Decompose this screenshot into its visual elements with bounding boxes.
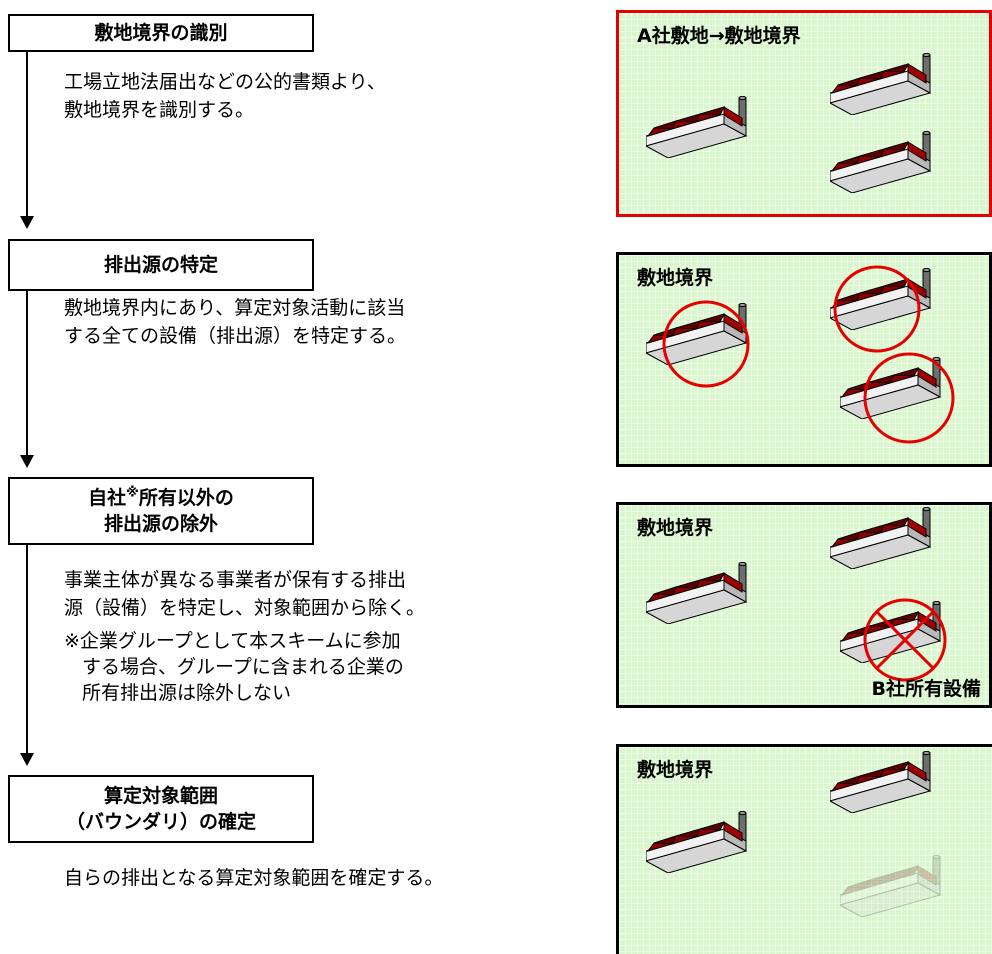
factory-icon (646, 96, 756, 158)
step-1-description-line-2: 敷地境界を識別する。 (64, 99, 255, 121)
panel-1-site-boundary: A社敷地→敷地境界 (616, 10, 992, 217)
circle-mark (662, 300, 750, 388)
step-4-description-line-1: 自らの排出となる算定対象範囲を確定する。 (64, 867, 444, 889)
excluded-source-mark (863, 598, 947, 682)
panel-3-label: 敷地境界 (637, 517, 714, 539)
panel-3-exclusion: 敷地境界 B社所有設備 (616, 502, 992, 708)
step-3-description: 事業主体が異なる事業者が保有する排出 源（設備）を特定し、対象範囲から除く。 (64, 566, 425, 622)
panel-4-boundary-confirmed: 敷地境界 (616, 744, 992, 954)
step-4-box: 算定対象範囲 （バウンダリ）の確定 (8, 775, 314, 843)
step-1-description: 工場立地法届出などの公的書類より、 敷地境界を識別する。 (64, 68, 386, 124)
step-3-title-line-2: 排出源の除外 (103, 513, 218, 535)
flow-arrowhead-1 (20, 216, 34, 229)
flow-line-2 (26, 291, 28, 455)
emission-source-circles (662, 265, 955, 444)
step-1-box: 敷地境界の識別 (8, 14, 314, 52)
step-2-box: 排出源の特定 (8, 239, 314, 291)
panel-1-label: A社敷地→敷地境界 (637, 25, 801, 47)
step-3-title-line-1: 自社※所有以外の (88, 485, 234, 509)
step-2-title: 排出源の特定 (103, 254, 218, 276)
exclusion-circle-mark (863, 598, 947, 682)
step-3-description-line-1: 事業主体が異なる事業者が保有する排出 (64, 569, 407, 591)
faded-factory-icon (840, 855, 950, 917)
flow-arrowhead-2 (20, 455, 34, 468)
circle-mark (833, 265, 921, 353)
note-marker: ※ (126, 485, 139, 501)
factory-icon (830, 53, 940, 115)
step-3-note: ※企業グループとして本スキームに参加 する場合、グループに含まれる企業の 所有排… (64, 628, 404, 706)
factory-icon (830, 131, 940, 193)
panel-4-label: 敷地境界 (637, 759, 714, 781)
step-3-box: 自社※所有以外の 排出源の除外 (8, 477, 314, 545)
step-2-description-line-2: する全ての設備（排出源）を特定する。 (64, 325, 407, 347)
step-3-note-line-2: する場合、グループに含まれる企業の (82, 656, 404, 678)
step-3-description-line-2: 源（設備）を特定し、対象範囲から除く。 (64, 597, 426, 619)
step-3-note-line-3: 所有排出源は除外しない (82, 682, 292, 704)
cross-mark-line (875, 610, 935, 670)
step-1-description-line-1: 工場立地法届出などの公的書類より、 (64, 71, 386, 93)
step-2-description: 敷地境界内にあり、算定対象活動に該当 する全ての設備（排出源）を特定する。 (64, 294, 406, 350)
factory-icon (646, 811, 756, 873)
panel-2-emission-sources: 敷地境界 (616, 252, 992, 467)
step-2-description-line-1: 敷地境界内にあり、算定対象活動に該当 (64, 297, 406, 319)
step-3-note-line-1: ※企業グループとして本スキームに参加 (64, 630, 401, 652)
circle-mark (863, 352, 955, 444)
flow-arrowhead-3 (20, 753, 34, 766)
step-1-title: 敷地境界の識別 (94, 22, 228, 44)
step-4-title-line-1: 算定対象範囲 (103, 785, 218, 807)
step-4-title-line-2: （バウンダリ）の確定 (65, 811, 256, 833)
factory-icon (830, 751, 940, 813)
step-4-description: 自らの排出となる算定対象範囲を確定する。 (64, 864, 443, 892)
panel-2-label: 敷地境界 (637, 267, 714, 289)
flow-line-3 (26, 545, 28, 753)
panel-3-bottom-label: B社所有設備 (871, 678, 981, 700)
flow-line-1 (26, 50, 28, 216)
